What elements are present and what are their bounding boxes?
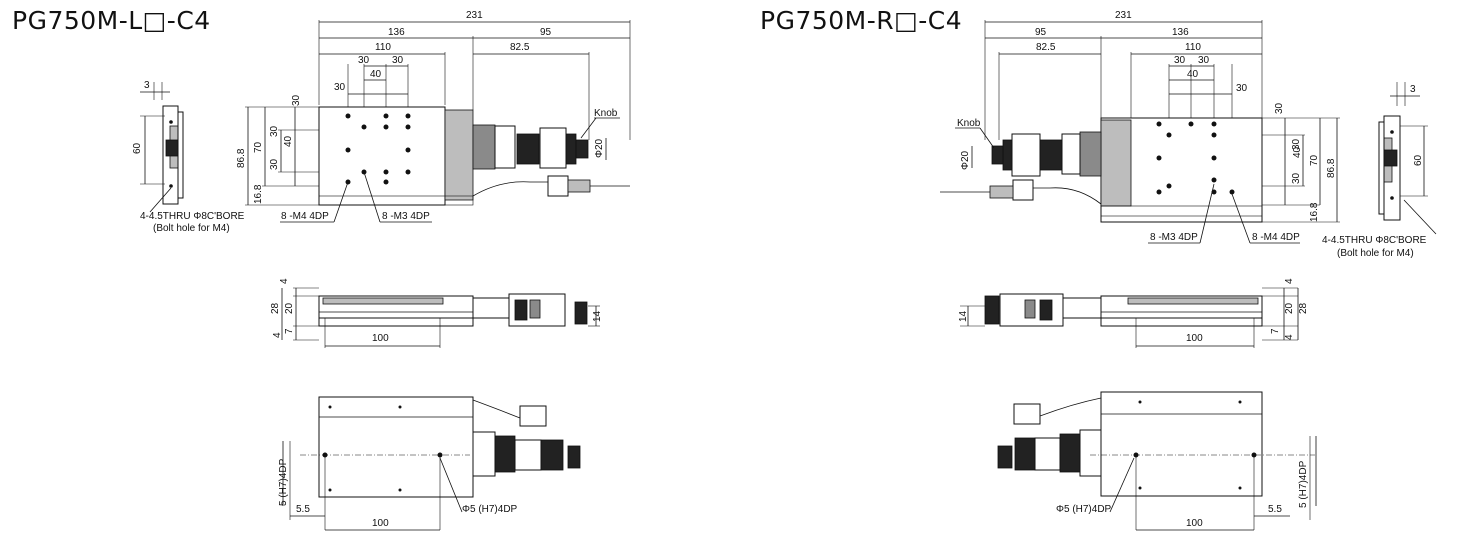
dim-14-left: 14 — [592, 310, 603, 322]
right-thread-callouts: 8 -M3 4DP 8 -M4 4DP — [1148, 183, 1300, 244]
left-drawing: 231 136 95 110 82.5 30 30 40 30 — [132, 10, 631, 531]
dim-4-left-b: 4 — [272, 332, 283, 338]
dim-3-right: 3 — [1410, 84, 1416, 95]
m4-label-right: 8 -M4 4DP — [1252, 232, 1300, 243]
left-top-dimensions: 231 136 95 110 82.5 30 30 40 30 — [318, 10, 631, 140]
dim-30-left-v1: 30 — [269, 125, 280, 137]
dim-5-5-right: 5.5 — [1268, 504, 1282, 515]
right-top-view-stage — [940, 117, 1263, 223]
dim-30-left-v3: 30 — [291, 94, 302, 106]
dim-82-5-right: 82.5 — [1036, 42, 1056, 53]
dim-28-left: 28 — [270, 302, 281, 314]
dim-70-right: 70 — [1309, 154, 1320, 166]
dim-110-right: 110 — [1185, 42, 1201, 53]
left-knob-callout: Knob Φ20 — [580, 108, 620, 160]
dim-100-right-side: 100 — [1186, 333, 1203, 344]
pin-label-right-v: 5 (H7)4DP — [1298, 460, 1309, 508]
dim-30-right-c: 30 — [1236, 83, 1248, 94]
drawing-title-left: PG750M-L□-C4 — [12, 6, 211, 35]
dim-231-left: 231 — [466, 10, 483, 21]
dim-60-right: 60 — [1413, 154, 1424, 166]
pin-label-left-v: 5 (H7)4DP — [278, 458, 289, 506]
right-side-view: 4 28 20 4 7 14 100 — [958, 278, 1309, 348]
dim-30-left-v2: 30 — [269, 158, 280, 170]
right-bottom-view: 5 (H7)4DP 5.5 100 Φ5 (H7)4DP — [997, 391, 1317, 531]
dim-30-right-b: 30 — [1198, 55, 1210, 66]
dim-7-left: 7 — [284, 328, 295, 334]
left-thread-callouts: 8 -M4 4DP 8 -M3 4DP — [280, 171, 432, 223]
left-side-view: 4 28 20 4 7 14 100 — [270, 278, 603, 348]
dim-40-left-v: 40 — [283, 135, 294, 147]
right-drawing: 231 95 136 82.5 110 30 30 40 30 — [940, 10, 1437, 531]
left-top-mount-holes — [345, 113, 411, 185]
dim-20-left: 20 — [284, 302, 295, 314]
dim-100-left-bottom: 100 — [372, 518, 389, 529]
dim-110-left: 110 — [375, 42, 391, 53]
dim-40-left: 40 — [370, 69, 382, 80]
pin-label-left: Φ5 (H7)4DP — [462, 504, 518, 515]
dim-5-5-left: 5.5 — [296, 504, 310, 515]
dim-70-left: 70 — [253, 141, 264, 153]
dim-86-8-right: 86.8 — [1326, 158, 1337, 178]
bolt-label-right: (Bolt hole for M4) — [1337, 248, 1414, 259]
dim-30-right-v1: 30 — [1274, 102, 1285, 114]
dim-40-right-v: 40 — [1292, 146, 1303, 158]
left-end-view: 3 60 4-4.5THRU Φ8C'BORE (Bolt hole for M… — [132, 80, 245, 234]
right-top-mount-holes — [1156, 121, 1235, 195]
dim-86-8-left: 86.8 — [236, 148, 247, 168]
dim-82-5-left: 82.5 — [510, 42, 530, 53]
dim-7-right: 7 — [1270, 328, 1281, 334]
dim-30-left-b: 30 — [392, 55, 404, 66]
dim-30-left-a: 30 — [358, 55, 370, 66]
right-end-view: 3 60 4-4.5THRU Φ8C'BORE (Bolt hole for M… — [1322, 82, 1437, 259]
thru-label-left: 4-4.5THRU Φ8C'BORE — [140, 211, 245, 222]
dim-4-left-a: 4 — [279, 278, 290, 284]
phi20-left: Φ20 — [594, 138, 605, 158]
drawing-title-right: PG750M-R□-C4 — [760, 6, 963, 35]
m3-label-right: 8 -M3 4DP — [1150, 232, 1198, 243]
dim-100-left-side: 100 — [372, 333, 389, 344]
right-side-dimensions: 86.8 70 40 30 30 30 16.8 — [1262, 102, 1340, 223]
dim-4-right-b: 4 — [1284, 334, 1295, 340]
dim-30-left-c: 30 — [334, 82, 346, 93]
dim-4-right-a: 4 — [1284, 278, 1295, 284]
dim-95-left: 95 — [540, 27, 552, 38]
m3-label-left: 8 -M3 4DP — [382, 211, 430, 222]
knob-label-left: Knob — [594, 108, 618, 119]
dim-14-right: 14 — [958, 310, 969, 322]
bolt-label-left: (Bolt hole for M4) — [153, 223, 230, 234]
knob-label-right: Knob — [957, 118, 981, 129]
right-top-dimensions: 231 95 136 82.5 110 30 30 40 30 — [984, 10, 1263, 140]
dim-30-right-v3: 30 — [1291, 172, 1302, 184]
dim-3-left: 3 — [144, 80, 150, 91]
m4-label-left: 8 -M4 4DP — [281, 211, 329, 222]
pin-label-right: Φ5 (H7)4DP — [1056, 504, 1112, 515]
dim-20-right: 20 — [1284, 302, 1295, 314]
dim-136-left: 136 — [388, 27, 405, 38]
thru-label-right: 4-4.5THRU Φ8C'BORE — [1322, 235, 1427, 246]
dim-40-right: 40 — [1187, 69, 1199, 80]
dim-30-right-v2: 30 — [1291, 138, 1302, 150]
left-top-view-stage — [318, 106, 630, 206]
dim-231-right: 231 — [1115, 10, 1132, 21]
right-knob-callout: Knob Φ20 — [955, 118, 995, 170]
dim-60-left: 60 — [132, 142, 143, 154]
dim-16-8-right: 16.8 — [1309, 202, 1320, 222]
dim-28-right: 28 — [1298, 302, 1309, 314]
dim-136-right: 136 — [1172, 27, 1189, 38]
dim-30-right-a: 30 — [1174, 55, 1186, 66]
dim-100-right-bottom: 100 — [1186, 518, 1203, 529]
dim-16-8-left: 16.8 — [253, 184, 264, 204]
phi20-right: Φ20 — [960, 150, 971, 170]
dim-95-right: 95 — [1035, 27, 1047, 38]
left-side-dimensions: 86.8 70 30 30 30 40 16.8 — [236, 94, 319, 206]
left-bottom-view: 5 (H7)4DP 5.5 100 Φ5 (H7)4DP — [278, 396, 581, 531]
